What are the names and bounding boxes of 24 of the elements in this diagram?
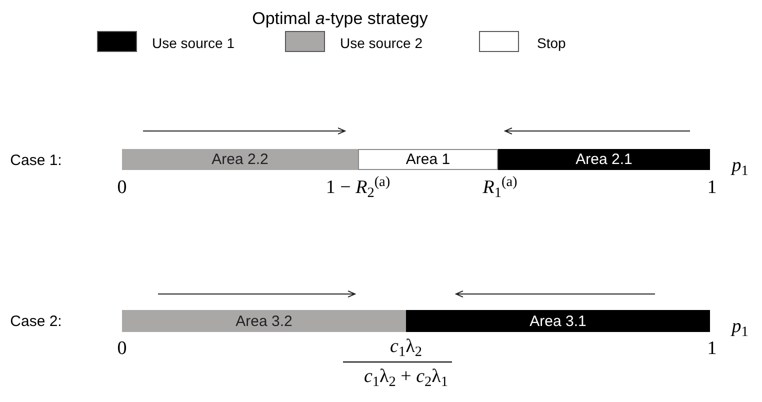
legend-label: Stop [537, 34, 566, 53]
axis-value: 0 [117, 337, 127, 361]
case-label: Case 1: [10, 151, 62, 171]
strategy-region-bar [122, 149, 358, 170]
region-label: Area 3.2 [236, 314, 292, 328]
axis-value: 0 [117, 176, 127, 200]
axis-value: c$_{1}$λ$_{2}$ [390, 335, 422, 359]
legend-label: Use source 1 [152, 34, 234, 53]
axis-value: c$_{1}$λ$_{2}$ + c$_{2}$λ$_{1}$ [364, 365, 448, 389]
region-label: Area 1 [406, 152, 450, 167]
region-label: Area 2.1 [576, 152, 632, 167]
axis-value: p$_{1}$ [732, 315, 748, 339]
legend-title: Optimal a-type strategy [251, 8, 429, 30]
strategy-region-bar [122, 310, 406, 332]
strategy-region-bar [406, 310, 710, 332]
axis-value: 1 [707, 337, 717, 361]
axis-value: p$_{1}$ [732, 154, 748, 178]
axis-value: 1 [707, 176, 717, 200]
region-label: Area 3.1 [530, 314, 586, 328]
legend-label: Use source 2 [340, 34, 422, 53]
strategy-region-bar [358, 149, 498, 170]
case-label: Case 2: [10, 312, 62, 332]
region-label: Area 2.2 [212, 152, 268, 167]
strategy-region-bar [498, 149, 710, 170]
